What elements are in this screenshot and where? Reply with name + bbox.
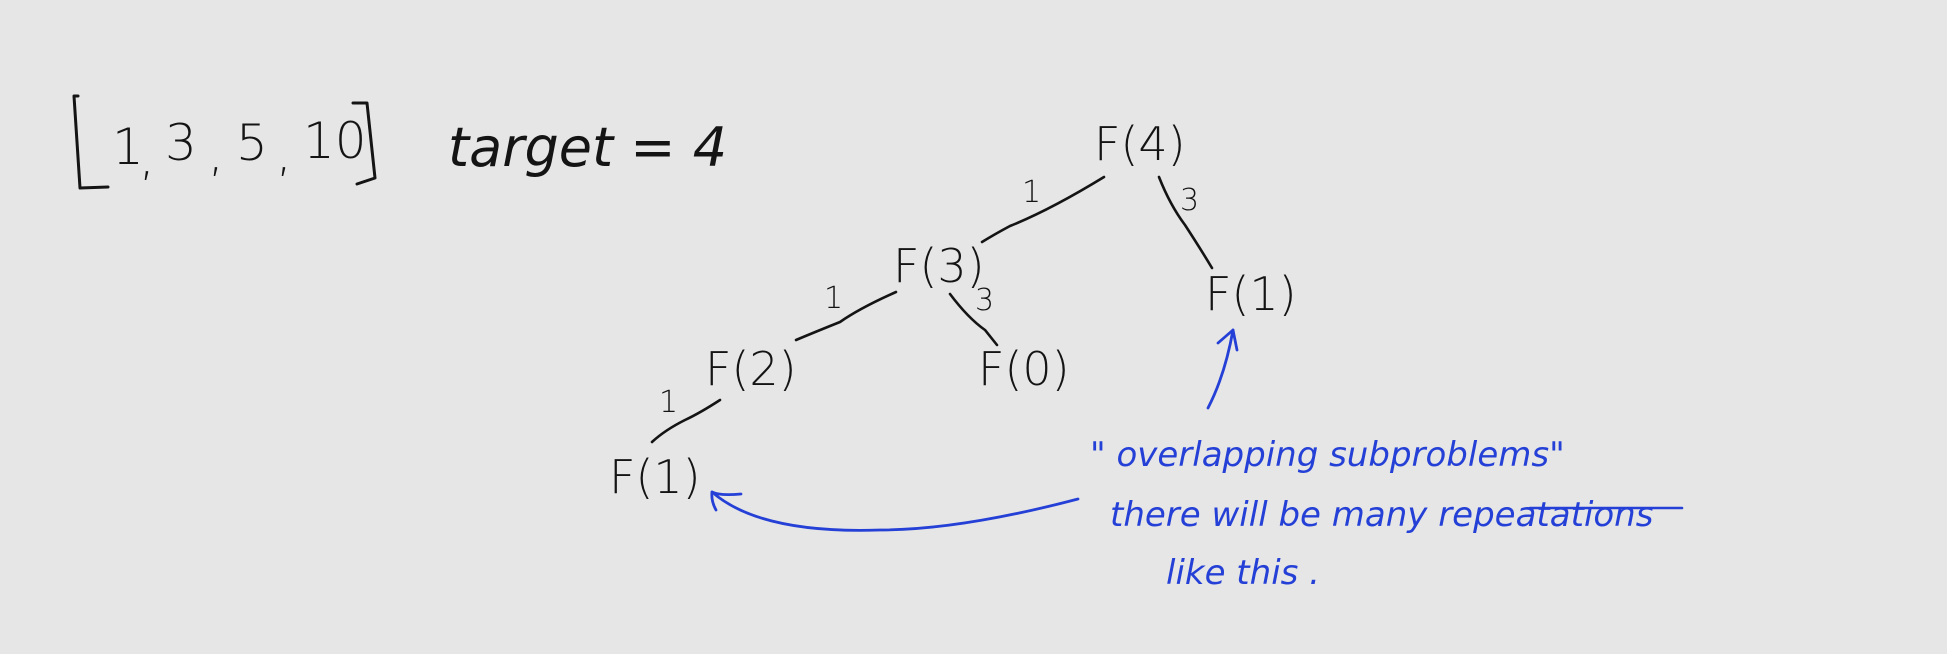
annotation-line-1: " overlapping subproblems" [1090,435,1565,475]
right-bracket [351,101,377,186]
input-array: 1 , 3 , 5 , 10 [72,94,377,190]
annotation: " overlapping subproblems" there will be… [1090,435,1684,593]
left-bracket [72,94,110,190]
edge-f3-f2 [794,290,898,342]
annotation-line-2: there will be many repeatations [1110,495,1653,535]
edge-label: 1 [824,281,843,316]
edge-root-f1 [1157,175,1214,270]
edge-label: 3 [1180,183,1199,218]
arrow-to-f1-left [710,490,1080,532]
edge-label: 1 [659,385,678,420]
tree-edges [650,175,1214,444]
edge-f2-f1 [650,398,722,444]
array-item-1: 1 [112,118,144,176]
node-f3: F(3) [893,239,985,293]
arrow-to-f1-right [1206,328,1235,410]
arrow-head-icon [710,490,743,512]
edge-root-f3 [980,175,1106,244]
comma: , [208,124,224,182]
node-f1-right: F(1) [1205,267,1297,321]
comma: , [139,128,155,186]
node-f0: F(0) [978,342,1070,396]
arrow-head-icon [1216,328,1239,352]
annotation-text: ions [1584,495,1654,535]
comma: , [276,124,292,182]
struck-text: repeatat [1438,495,1585,535]
node-root: F(4) [1094,117,1186,171]
array-item-3: 5 [236,114,268,172]
annotation-text: there will be many [1110,495,1438,535]
node-f2: F(2) [705,342,797,396]
array-item-2: 3 [165,114,197,172]
target-label: target = 4 [448,116,727,179]
array-item-4: 10 [303,112,367,170]
edge-label: 3 [975,283,994,318]
annotation-line-3: like this . [1166,553,1320,593]
node-f1-left: F(1) [609,450,701,504]
edge-f3-f0 [948,292,999,347]
annotation-arrows [710,328,1239,532]
edge-label: 1 [1022,175,1041,210]
